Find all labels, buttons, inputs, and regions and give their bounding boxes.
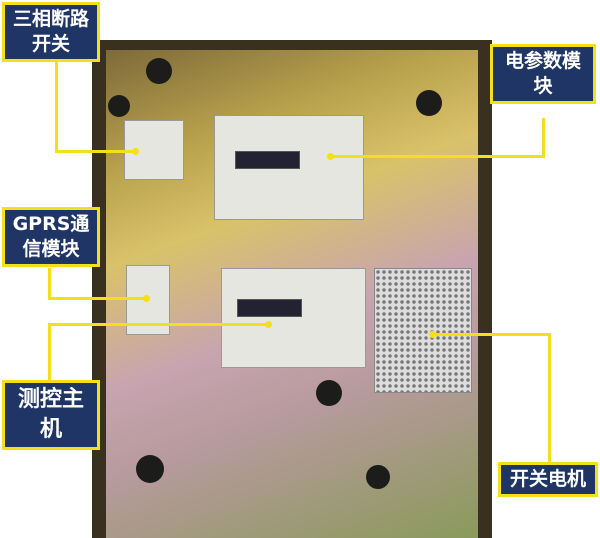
cable-hole xyxy=(416,90,442,116)
cable-hole xyxy=(146,58,172,84)
breaker-label: 三相断路开关 xyxy=(2,2,100,62)
gprs-label: GPRS通信模块 xyxy=(2,207,100,267)
cable-hole xyxy=(366,465,390,489)
psu-device xyxy=(374,268,472,393)
psu-label: 开关电机 xyxy=(498,462,598,497)
cable-hole xyxy=(316,380,342,406)
controller-device xyxy=(221,268,366,368)
cable-hole xyxy=(108,95,130,117)
cabinet-photo xyxy=(92,40,492,538)
controller-label: 测控主机 xyxy=(2,380,100,450)
cable-hole xyxy=(136,455,164,483)
power-module-label: 电参数模块 xyxy=(490,44,596,104)
power-module-device xyxy=(214,115,364,220)
